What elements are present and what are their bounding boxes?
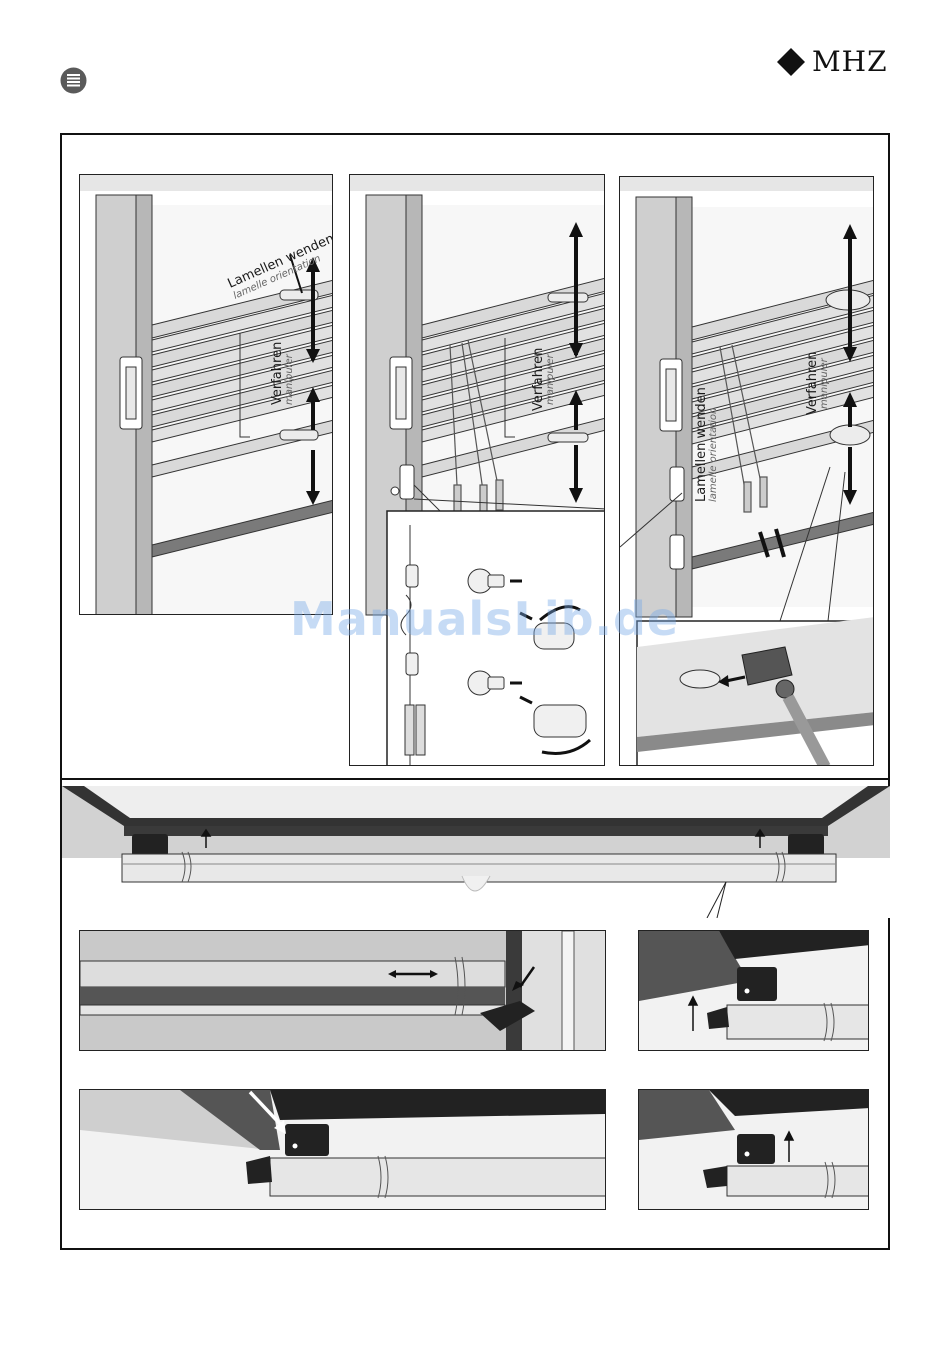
corner-detail-3-illustration [639, 1090, 869, 1210]
turn-slats-label-2-fr: lamelle orientation [708, 408, 719, 502]
rod-blind-illustration: Verfahren manipuler [350, 175, 605, 766]
watermark-text: ManualsLib.de [290, 592, 670, 646]
window-blind-illustration: Lamellen wenden lamelle orientation Verf… [80, 175, 333, 615]
panel-headrail-overview [62, 786, 890, 918]
move-label-fr: manipuler [284, 353, 295, 405]
panel-crank-operation: Lamellen wenden lamelle orientation Verf… [619, 176, 874, 766]
rail-slide-illustration [80, 931, 606, 1051]
panel-turn-and-move: Lamellen wenden lamelle orientation Verf… [79, 174, 333, 615]
move-label: Verfahren [270, 342, 285, 405]
corner-detail-2-illustration [80, 1090, 606, 1210]
panel-corner-detail-1 [638, 930, 869, 1051]
move-label-2-fr: manipuler [545, 353, 556, 405]
move-label-3-fr: manipuler [819, 357, 830, 409]
logo-text: MHZ [812, 45, 888, 79]
move-label-2: Verfahren [531, 348, 546, 411]
panel-corner-detail-2 [79, 1089, 606, 1210]
crank-blind-illustration: Lamellen wenden lamelle orientation Verf… [620, 177, 874, 766]
panel-rail-slide-detail [79, 930, 606, 1051]
move-label-3: Verfahren [805, 352, 820, 415]
turn-slats-label-2: Lamellen wenden [694, 387, 709, 502]
mhz-logo: MHZ [776, 45, 891, 79]
headrail-overview-illustration [62, 786, 890, 918]
diamond-icon [776, 47, 806, 77]
panel-rod-operation: Verfahren manipuler [349, 174, 605, 766]
list-icon[interactable] [60, 67, 87, 94]
panel-corner-detail-3 [638, 1089, 869, 1210]
corner-detail-1-illustration [639, 931, 869, 1051]
section-divider [60, 778, 890, 780]
